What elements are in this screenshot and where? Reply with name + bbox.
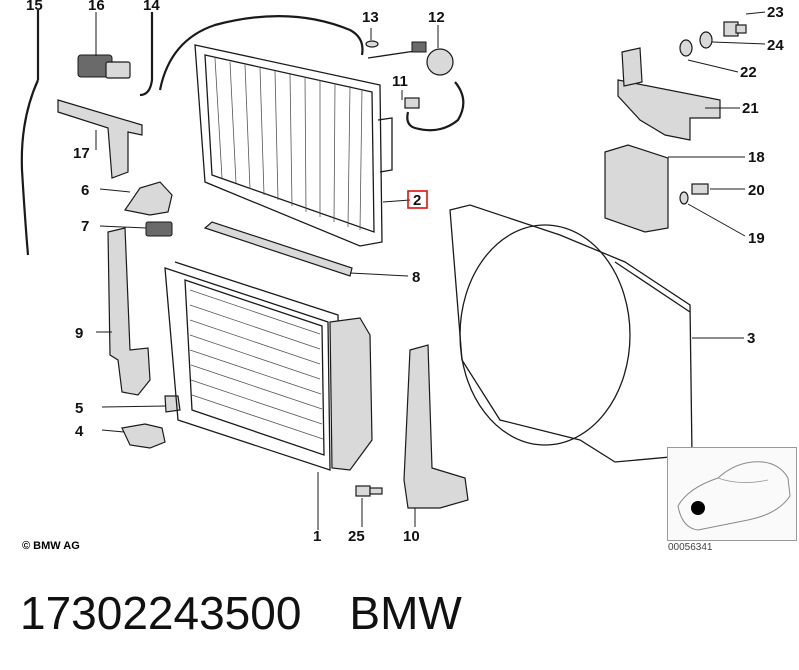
part-1-radiator (164, 261, 373, 530)
callout-16: 16 (88, 0, 105, 14)
callout-18: 18 (748, 149, 765, 166)
callout-9: 9 (75, 325, 83, 342)
part-10-bracket (403, 344, 469, 527)
callout-11: 11 (392, 73, 408, 90)
callout-1: 1 (313, 528, 321, 545)
part-3-fan-shroud (449, 204, 744, 463)
condenser-fins (214, 57, 363, 231)
callout-8: 8 (412, 269, 420, 286)
callout-6: 6 (81, 182, 89, 199)
part-12-sensor (367, 25, 454, 76)
diagram-reference-code: 00056341 (668, 542, 713, 553)
callout-17: 17 (73, 145, 90, 162)
part-2-condenser (194, 44, 411, 247)
part-21-support (617, 79, 740, 141)
callout-24: 24 (767, 37, 784, 54)
callout-14: 14 (143, 0, 160, 14)
callout-23: 23 (767, 4, 784, 21)
part-17-bracket (57, 99, 143, 179)
part-number: 17302243500 (20, 587, 302, 639)
part-19-washer (679, 191, 746, 237)
part-4-bracket (101, 423, 166, 449)
part-16-switch (77, 12, 131, 79)
part-25-bolt (355, 485, 383, 527)
hose-14 (139, 12, 364, 97)
callout-13: 13 (362, 9, 379, 26)
callout-4: 4 (75, 423, 84, 440)
copyright-label: © BMW AG (22, 540, 80, 552)
part-6-mount (99, 181, 173, 216)
part-22-bracket (621, 47, 739, 87)
part-7-clip (99, 221, 173, 237)
hose-15 (20, 10, 40, 256)
footer-caption: 17302243500 BMW (20, 586, 462, 640)
part-20-screw (691, 183, 745, 195)
part-11-screw (401, 81, 465, 132)
callout-19: 19 (748, 230, 765, 247)
callout-3: 3 (747, 330, 755, 347)
part-5-rubber-mount (101, 395, 181, 413)
part-23-bolt (723, 11, 766, 37)
part-24-washer (679, 31, 766, 57)
callout-2-highlight (407, 190, 428, 209)
parts-diagram: 15 16 14 13 12 23 24 22 21 11 17 6 7 18 … (20, 0, 784, 545)
callout-20: 20 (748, 182, 765, 199)
callout-25: 25 (348, 528, 365, 545)
callout-22: 22 (740, 64, 757, 81)
brand-name: BMW (349, 587, 462, 639)
part-18-control-unit (604, 144, 745, 233)
callout-21: 21 (742, 100, 759, 117)
radiator-fins (189, 289, 324, 440)
part-8-seal (203, 221, 409, 277)
part-13-washer (365, 28, 379, 48)
callout-10: 10 (403, 528, 420, 545)
callout-15: 15 (26, 0, 43, 14)
callout-2: 2 (413, 192, 421, 209)
callout-12: 12 (428, 9, 445, 26)
callout-5: 5 (75, 400, 83, 417)
callout-7: 7 (81, 218, 89, 235)
part-9-air-guide (96, 227, 151, 396)
car-outline-icon (677, 461, 791, 531)
vehicle-location-thumbnail (667, 447, 797, 541)
